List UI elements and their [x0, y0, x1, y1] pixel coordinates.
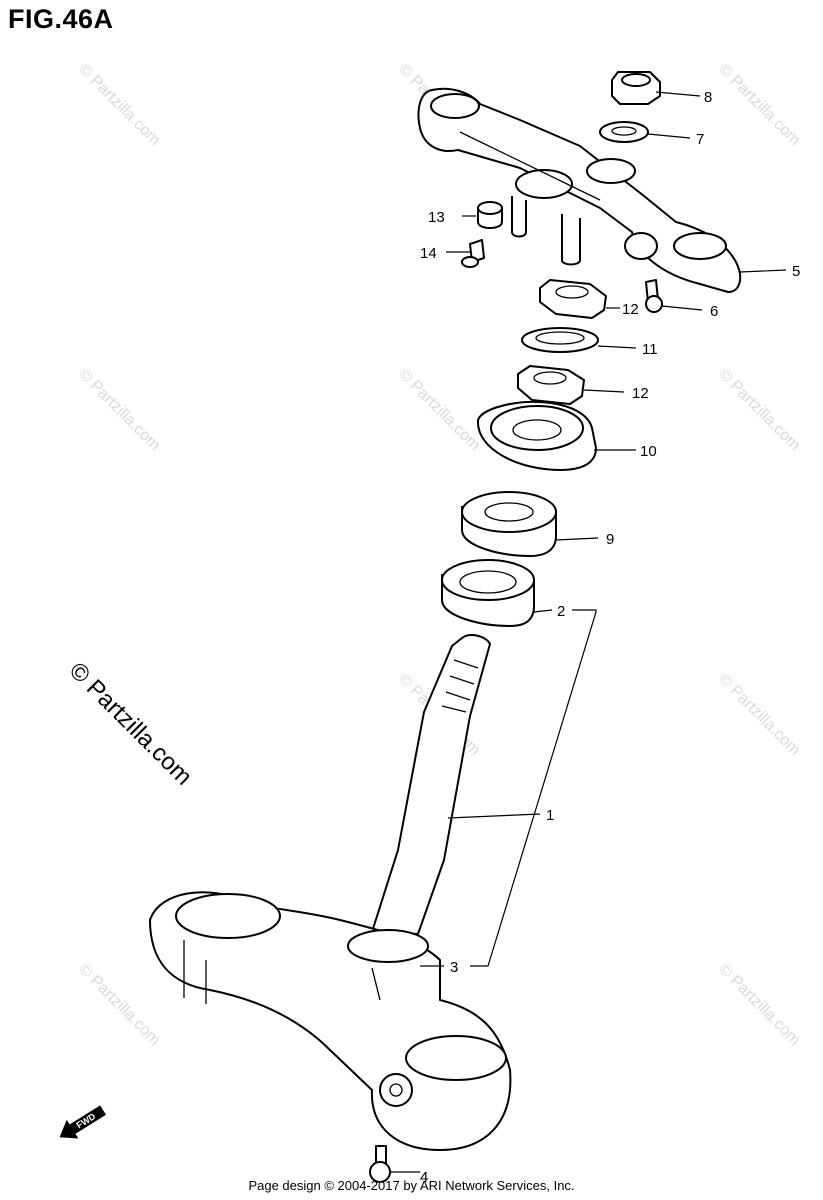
upper-bracket-part — [417, 87, 742, 293]
washer-part — [599, 121, 649, 143]
pinch-bolt-part — [645, 279, 663, 313]
figure-title: FIG.46A — [8, 4, 114, 34]
watermark: © Partzilla.com — [715, 961, 803, 1049]
callout-5: 5 — [792, 263, 800, 280]
callout-9: 9 — [606, 531, 614, 548]
dust-seal-part — [476, 400, 597, 471]
fwd-arrow-icon: FWD — [59, 1105, 106, 1139]
watermark: © Partzilla.com — [75, 366, 163, 454]
screw-part — [461, 239, 485, 268]
callout-10: 10 — [640, 443, 657, 460]
callout-7: 7 — [696, 131, 704, 148]
callout-2: 2 — [557, 603, 565, 620]
callout-6: 6 — [710, 303, 718, 320]
top-nut-part — [611, 71, 661, 105]
watermark: © Partzilla.com — [75, 61, 163, 149]
lock-nut-lower-part — [517, 365, 585, 405]
callout-8: 8 — [704, 89, 712, 106]
leader-lines — [390, 91, 787, 1173]
watermark: © Partzilla.com — [715, 671, 803, 759]
watermark: © Partzilla.com — [395, 366, 483, 454]
bushing-part — [477, 201, 503, 229]
callout-1: 1 — [546, 807, 554, 824]
lower-bolt-part — [369, 1145, 391, 1183]
washer-11-part — [521, 327, 599, 353]
callout-13: 13 — [428, 209, 445, 226]
bearing-race-part — [441, 559, 535, 627]
watermark-large: © Partzilla.com — [64, 657, 197, 790]
lock-nut-upper-part — [539, 279, 607, 319]
callout-4: 4 — [420, 1169, 428, 1186]
watermark: © Partzilla.com — [715, 61, 803, 149]
steering-stem-part — [149, 634, 512, 1151]
upper-bearing-part — [461, 491, 557, 557]
callout-12-lower: 12 — [632, 385, 649, 402]
watermark: © Partzilla.com — [75, 961, 163, 1049]
page-footer: Page design © 2004-2017 by ARI Network S… — [248, 1178, 575, 1193]
callout-3: 3 — [450, 959, 458, 976]
watermark: © Partzilla.com — [715, 366, 803, 454]
callout-11: 11 — [642, 341, 658, 358]
callout-14: 14 — [420, 245, 437, 262]
callout-12-upper: 12 — [622, 301, 639, 318]
